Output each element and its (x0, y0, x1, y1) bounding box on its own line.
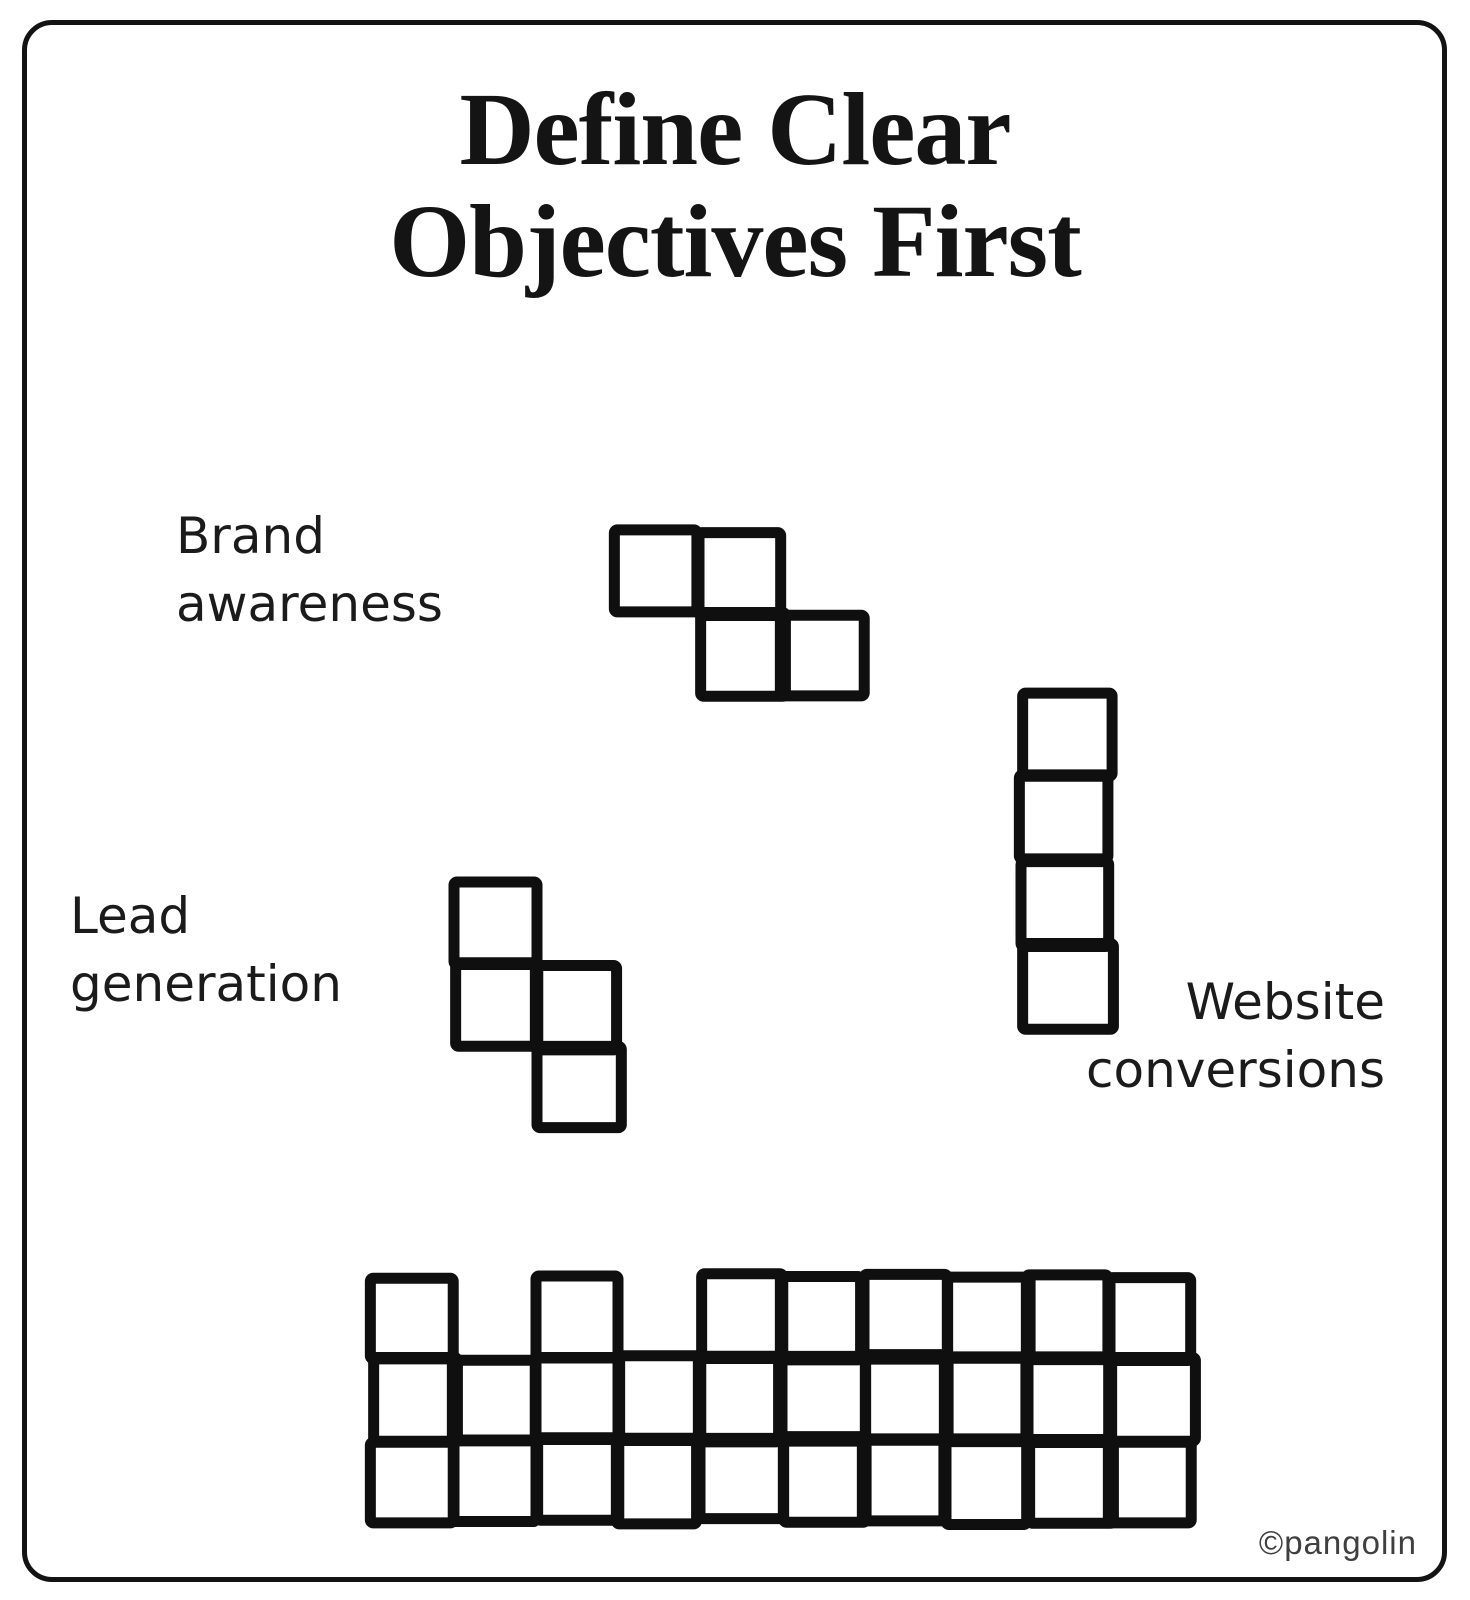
tetromino-cell (1015, 856, 1115, 953)
tetromino-cell (856, 1433, 950, 1527)
tetromino-cell (1013, 769, 1114, 865)
tetromino-cell (1017, 687, 1118, 782)
tetromino-cell (448, 876, 543, 971)
label-brand-line-1: Brand (176, 507, 325, 565)
bottom-board-stack (364, 1268, 1201, 1531)
label-lead-line-2: generation (70, 955, 342, 1013)
tetromino-cell (532, 1432, 625, 1526)
title-line-1: Define Clear (459, 72, 1011, 187)
tetromino-cell (940, 1436, 1033, 1531)
tetromino-cell (610, 1435, 703, 1530)
tetromino-cell (938, 1351, 1032, 1445)
tetromino-cell (778, 1435, 872, 1528)
tetromino-cell (608, 524, 703, 618)
tetromino-cell (529, 960, 623, 1056)
website-conversions-i-tetromino (1013, 687, 1119, 1035)
page-title: Define Clear Objectives First (0, 74, 1470, 298)
tetromino-cell (776, 1350, 871, 1443)
label-brand-awareness: Brand awareness (176, 502, 443, 638)
credit-watermark: ©pangolin (1258, 1524, 1417, 1561)
tetromino-cell (695, 606, 791, 702)
panel-border (22, 20, 1447, 1582)
tetromino-cell (450, 957, 544, 1052)
tetromino-cell (530, 1352, 624, 1446)
tetromino-cell (1020, 1269, 1114, 1363)
tetromino-cell (1017, 937, 1119, 1035)
lead-generation-s-tetromino (448, 876, 627, 1134)
tetromino-cell (368, 1351, 463, 1447)
label-website-conversions: Website conversions (1086, 968, 1385, 1104)
tetromino-cell (858, 1268, 953, 1361)
tetromino-cell (860, 1353, 954, 1446)
label-lead-generation: Lead generation (70, 882, 342, 1018)
tetromino-cell (692, 1353, 785, 1448)
tetromino-cell (1102, 1436, 1197, 1529)
tetromino-cell (1022, 1354, 1115, 1449)
tetromino-cell (531, 1040, 627, 1134)
label-website-line-2: conversions (1086, 1041, 1385, 1099)
tetromino-cell (1024, 1433, 1119, 1529)
label-lead-line-1: Lead (70, 887, 191, 945)
tetromino-cell (364, 1436, 459, 1529)
tetromino-cell (693, 527, 787, 622)
tetromino-cell (774, 609, 870, 702)
tetromino-cell (774, 1271, 867, 1366)
tetromino-cell (1104, 1272, 1197, 1367)
tetromino-cell (448, 1434, 542, 1528)
tetromino-cell (696, 1268, 789, 1362)
brand-awareness-z-tetromino (608, 524, 870, 702)
tetromino-cell (446, 1354, 541, 1447)
label-brand-line-2: awareness (176, 575, 443, 633)
tetromino-cell (614, 1350, 707, 1444)
tetromino-cell (1106, 1351, 1201, 1447)
label-website-line-1: Website (1185, 973, 1385, 1031)
tetromino-cell (942, 1271, 1036, 1364)
tetromino-cell (530, 1270, 624, 1364)
title-line-2: Objectives First (389, 184, 1082, 299)
tetromino-cell (694, 1432, 789, 1525)
tetromino-cell (364, 1272, 459, 1365)
